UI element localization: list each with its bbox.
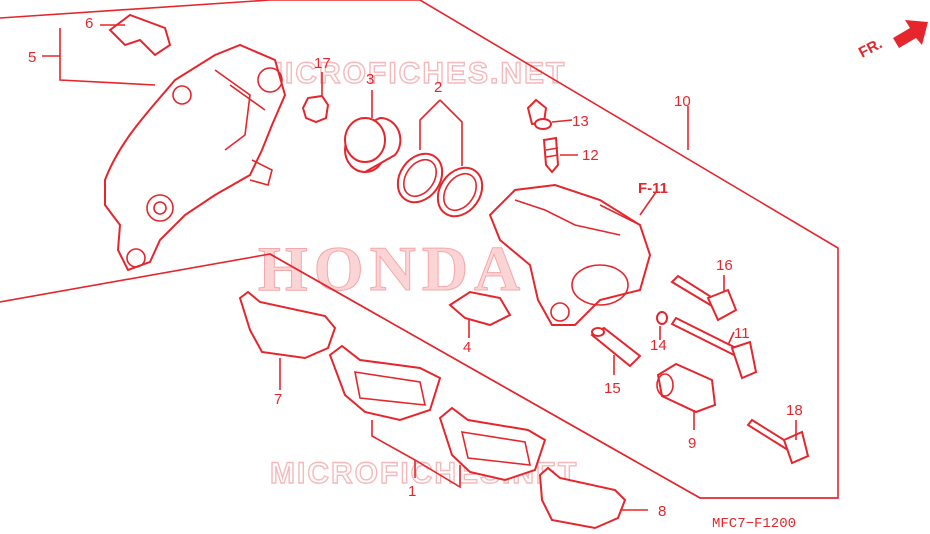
caliper-piston [344, 116, 402, 173]
caliper-pins [590, 274, 810, 465]
callout-5: 5 [28, 49, 36, 66]
callout-10: 10 [674, 93, 691, 110]
pad-spring [108, 13, 172, 57]
callout-12: 12 [582, 147, 599, 164]
callout-18: 18 [786, 402, 803, 419]
pad-shim-rear [538, 466, 627, 530]
leader-lines [42, 24, 797, 511]
callout-7: 7 [274, 391, 282, 408]
caliper-bracket [104, 43, 287, 272]
callout-3: 3 [366, 71, 374, 88]
pad-shim-front [238, 290, 337, 360]
caliper-body [488, 183, 652, 326]
callouts: 1 2 3 4 5 6 7 8 9 10 11 12 13 14 15 16 1… [28, 15, 803, 520]
callout-8: 8 [658, 503, 666, 520]
callout-13: 13 [572, 113, 589, 130]
callout-6: 6 [85, 15, 93, 32]
callout-11: 11 [734, 325, 750, 342]
caliper-frame [269, 253, 838, 499]
watermark-honda: HONDA [258, 233, 526, 304]
callout-4: 4 [463, 339, 471, 356]
callout-1: 1 [408, 483, 416, 500]
pad-retainer [448, 290, 512, 327]
callout-17: 17 [314, 55, 331, 72]
front-label: FR. [856, 35, 885, 61]
diagram-code: MFC7−F1200 [712, 516, 796, 532]
front-direction-arrow: FR. [856, 20, 928, 62]
piston-seals [396, 152, 484, 218]
bleeder-screw [526, 98, 560, 174]
brake-pads [328, 344, 547, 482]
callout-16: 16 [716, 257, 733, 274]
callout-14: 14 [650, 337, 667, 354]
callout-15: 15 [604, 380, 621, 397]
reference-label: F-11 [638, 180, 668, 197]
callout-2: 2 [434, 79, 442, 96]
bleeder-cap [301, 94, 330, 124]
callout-9: 9 [688, 435, 696, 452]
watermark-top: MICROFICHES.NET [258, 57, 566, 90]
